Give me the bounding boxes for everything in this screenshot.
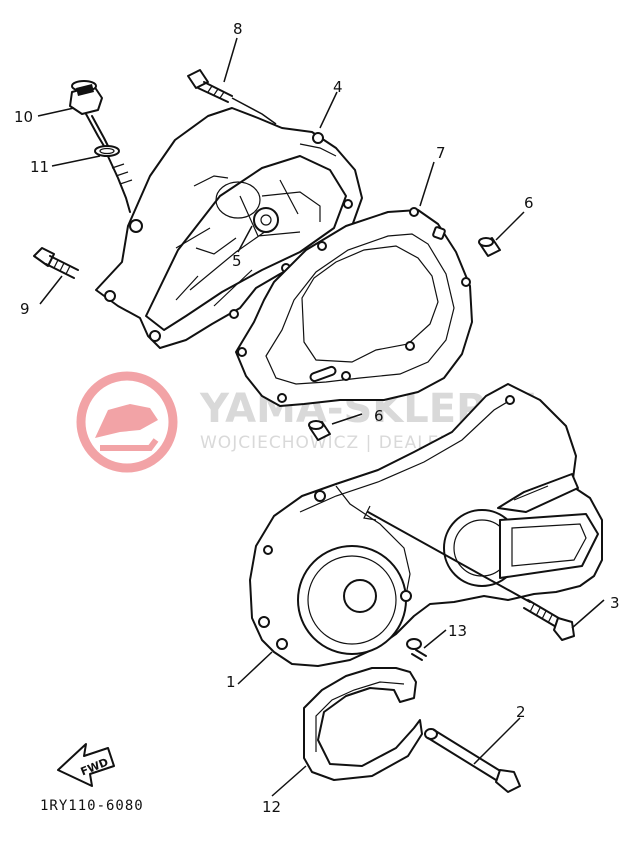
callout-13: 13 <box>448 622 467 640</box>
callout-10: 10 <box>14 108 33 126</box>
dowel-pin-part-6-upper <box>478 237 501 257</box>
callout-11: 11 <box>30 158 49 176</box>
callout-7: 7 <box>436 144 446 162</box>
crankcase-cover-part-4 <box>95 107 363 349</box>
guard-part-12 <box>303 667 423 781</box>
callout-6-upper: 6 <box>524 194 534 212</box>
callout-3: 3 <box>610 594 620 612</box>
dowel-pin-part-6-lower <box>308 420 331 441</box>
crankcase-cover-part-1 <box>249 383 603 667</box>
callout-6-lower: 6 <box>374 407 384 425</box>
fwd-arrow-icon: FWD <box>57 743 115 787</box>
long-bolt-part-2 <box>424 728 521 793</box>
oil-level-gauge-part-10 <box>69 80 133 213</box>
callout-4: 4 <box>333 78 343 96</box>
callout-8: 8 <box>233 20 243 38</box>
callout-5: 5 <box>232 252 242 270</box>
bolt-part-3 <box>367 511 575 641</box>
bolt-part-8 <box>187 69 277 125</box>
diagram-code: 1RY110-6080 <box>40 798 144 814</box>
callout-labels: 1 2 3 4 5 6 6 7 8 9 10 11 12 13 <box>14 20 620 816</box>
bolt-part-9 <box>33 247 79 279</box>
callout-2: 2 <box>516 703 526 721</box>
callout-9: 9 <box>20 300 30 318</box>
callout-12: 12 <box>262 798 281 816</box>
watermark-logo <box>76 371 178 473</box>
leader-lines <box>37 37 605 797</box>
o-ring-part-11 <box>94 145 120 157</box>
callout-1: 1 <box>226 673 236 691</box>
gasket-part-7 <box>235 207 473 407</box>
screw-part-13 <box>406 638 427 661</box>
